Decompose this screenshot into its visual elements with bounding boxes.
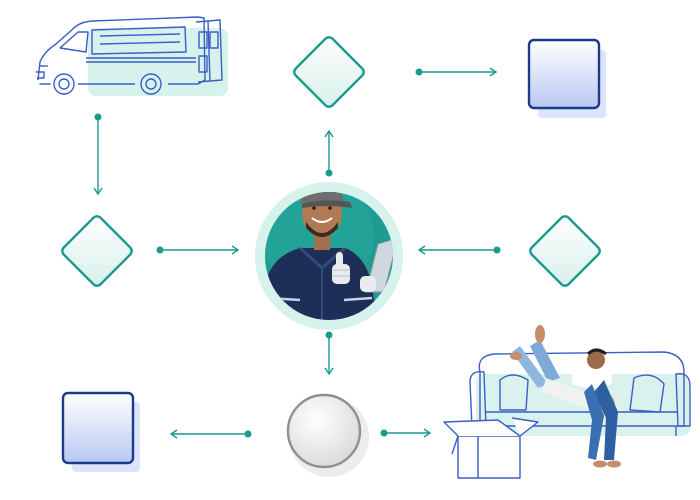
- arrow-circle-to-square-bottom: [169, 429, 252, 439]
- arrow-avatar-to-diamond-top: [324, 129, 334, 177]
- arrow-avatar-to-circle: [324, 331, 334, 376]
- arrow-circle-to-home: [380, 428, 432, 438]
- diamond-node-right: [529, 215, 601, 287]
- sofa-icon: [469, 351, 691, 436]
- relaxing-couple-sofa-illustration: [443, 325, 691, 479]
- arrow-diamond-left-to-avatar: [156, 245, 240, 255]
- square-node-top-right: [527, 38, 606, 118]
- mover-avatar-photo: [255, 182, 403, 330]
- couple-figures: [510, 325, 621, 468]
- moving-box-icon: [443, 417, 539, 479]
- arrow-diamond-right-to-avatar: [417, 245, 501, 255]
- arrow-van-to-diamond-left: [93, 113, 103, 196]
- circle-node: [286, 393, 369, 477]
- arrow-diamond-to-square-top: [415, 67, 498, 77]
- square-node-bottom-left: [61, 391, 140, 472]
- delivery-van-icon: [36, 16, 228, 96]
- diamond-node-top: [293, 36, 365, 108]
- diamond-node-left: [61, 215, 133, 287]
